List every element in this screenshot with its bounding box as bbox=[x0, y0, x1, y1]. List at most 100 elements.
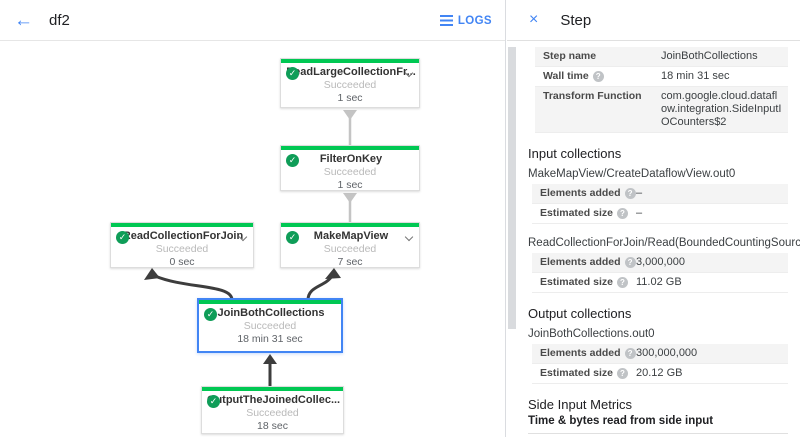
metric-row: Elements added? – bbox=[532, 184, 788, 204]
logs-button[interactable]: LOGS bbox=[439, 0, 492, 41]
job-graph-panel: ← df2 LOGS bbox=[0, 0, 506, 437]
collection-name: MakeMapView/CreateDataflowView.out0 bbox=[528, 168, 736, 180]
step-node-read-large-collection[interactable]: ✓ ReadLargeCollectionFr... Succeeded 1 s… bbox=[280, 58, 420, 108]
column-header: Bytes read bbox=[770, 433, 788, 436]
row-label: Estimated size bbox=[540, 207, 613, 219]
row-label: Wall time bbox=[543, 70, 589, 82]
step-info-row: Wall time? 18 min 31 sec bbox=[535, 67, 788, 87]
row-value: 300,000,000 bbox=[636, 347, 698, 359]
output-collections-heading: Output collections bbox=[528, 306, 632, 321]
success-bar bbox=[281, 146, 419, 150]
step-node-status: Succeeded bbox=[323, 243, 377, 255]
job-title: df2 bbox=[49, 11, 70, 29]
collection-name: ReadCollectionForJoin/Read(BoundedCounti… bbox=[528, 237, 800, 249]
logs-list-icon bbox=[439, 15, 453, 26]
row-value: 3,000,000 bbox=[636, 256, 685, 268]
step-node-time: 1 sec bbox=[337, 179, 363, 191]
collection-name: JoinBothCollections.out0 bbox=[528, 328, 655, 340]
success-bar bbox=[281, 59, 419, 63]
success-bar bbox=[281, 223, 419, 227]
step-node-time: 18 min 31 sec bbox=[237, 333, 303, 345]
metric-row: Estimated size? 11.02 GB bbox=[532, 273, 788, 293]
scrollbar-thumb[interactable] bbox=[508, 47, 516, 329]
row-label: Transform Function bbox=[543, 90, 642, 102]
metric-row: Estimated size? 20.12 GB bbox=[532, 364, 788, 384]
step-node-name: FilterOnKey bbox=[319, 153, 383, 165]
help-icon[interactable]: ? bbox=[592, 71, 604, 82]
help-icon[interactable]: ? bbox=[616, 368, 628, 379]
job-topbar: ← df2 LOGS bbox=[0, 0, 505, 41]
row-label: Elements added bbox=[540, 256, 621, 268]
row-label: Estimated size bbox=[540, 367, 613, 379]
step-node-name: JoinBothCollections bbox=[217, 307, 325, 319]
step-panel-title: Step bbox=[560, 11, 592, 29]
step-node-status: Succeeded bbox=[243, 320, 297, 332]
row-value: com.google.cloud.dataflow.integration.Si… bbox=[661, 90, 782, 128]
row-value: – bbox=[636, 207, 643, 219]
job-graph-canvas: ✓ ReadLargeCollectionFr... Succeeded 1 s… bbox=[0, 41, 505, 436]
help-icon[interactable]: ? bbox=[624, 348, 636, 359]
graph-edges bbox=[144, 110, 357, 386]
row-value: 18 min 31 sec bbox=[661, 70, 730, 82]
step-node-name: MakeMapView bbox=[313, 230, 389, 242]
succeeded-check-icon: ✓ bbox=[286, 154, 299, 167]
side-input-metrics-heading: Side Input Metrics bbox=[528, 397, 633, 412]
step-node-status: Succeeded bbox=[155, 243, 209, 255]
step-info-row: Transform Function com.google.cloud.data… bbox=[535, 87, 788, 133]
help-icon[interactable]: ? bbox=[616, 277, 628, 288]
back-arrow-icon[interactable]: ← bbox=[14, 9, 33, 31]
step-node-join-both-collections-selected[interactable]: ✓ JoinBothCollections Succeeded 18 min 3… bbox=[197, 298, 343, 353]
step-node-name: ReadCollectionForJoin bbox=[122, 230, 244, 242]
help-icon[interactable]: ? bbox=[624, 257, 636, 268]
collection-metrics-table: Elements added? 3,000,000 Estimated size… bbox=[532, 253, 788, 293]
row-label: Estimated size bbox=[540, 276, 613, 288]
step-info-row: Step name JoinBothCollections bbox=[535, 47, 788, 67]
row-value: 20.12 GB bbox=[636, 367, 683, 379]
step-node-status: Succeeded bbox=[246, 407, 299, 419]
close-icon[interactable]: × bbox=[529, 11, 539, 28]
collection-metrics-table: Elements added? – Estimated size? – bbox=[532, 184, 788, 224]
step-node-time: 7 sec bbox=[337, 256, 363, 268]
succeeded-check-icon: ✓ bbox=[207, 395, 220, 408]
step-node-filter-on-key[interactable]: ✓ FilterOnKey Succeeded 1 sec bbox=[280, 145, 420, 191]
row-value: JoinBothCollections bbox=[661, 50, 758, 62]
column-header: Side input collection bbox=[528, 433, 678, 436]
step-panel-content: Step name JoinBothCollections Wall time?… bbox=[507, 41, 800, 436]
row-label: Step name bbox=[543, 50, 597, 62]
chevron-down-icon[interactable] bbox=[404, 232, 414, 242]
step-info-table: Step name JoinBothCollections Wall time?… bbox=[535, 47, 788, 133]
help-icon[interactable]: ? bbox=[616, 208, 628, 219]
success-bar bbox=[199, 300, 341, 304]
step-details-panel: × Step Step name JoinBothCollections Wal… bbox=[507, 0, 800, 437]
table-header-row: Side input collection Time spent reading… bbox=[528, 433, 788, 436]
step-node-name: OutputTheJoinedCollec... bbox=[206, 394, 341, 406]
step-node-time: 1 sec bbox=[337, 92, 363, 104]
succeeded-check-icon: ✓ bbox=[204, 308, 217, 321]
step-node-read-collection-for-join[interactable]: ✓ ReadCollectionForJoin Succeeded 0 sec bbox=[110, 222, 254, 268]
succeeded-check-icon: ✓ bbox=[286, 231, 299, 244]
row-value: 11.02 GB bbox=[636, 276, 682, 288]
step-node-make-map-view[interactable]: ✓ MakeMapView Succeeded 7 sec bbox=[280, 222, 420, 268]
step-node-name: ReadLargeCollectionFr... bbox=[286, 66, 416, 78]
step-panel-header: × Step bbox=[507, 0, 800, 41]
metric-row: Elements added? 300,000,000 bbox=[532, 344, 788, 364]
succeeded-check-icon: ✓ bbox=[286, 67, 299, 80]
collection-metrics-table: Elements added? 300,000,000 Estimated si… bbox=[532, 344, 788, 384]
side-input-metrics-subheading: Time & bytes read from side input bbox=[528, 415, 714, 427]
step-node-output-the-joined-collection[interactable]: ✓ OutputTheJoinedCollec... Succeeded 18 … bbox=[201, 386, 344, 434]
help-icon[interactable]: ? bbox=[624, 188, 636, 199]
column-header: Time spent reading bbox=[678, 433, 770, 436]
row-label: Elements added bbox=[540, 347, 621, 359]
logs-label: LOGS bbox=[457, 14, 492, 27]
input-collections-heading: Input collections bbox=[528, 146, 622, 161]
succeeded-check-icon: ✓ bbox=[116, 231, 129, 244]
success-bar bbox=[111, 223, 253, 227]
step-node-status: Succeeded bbox=[323, 166, 377, 178]
step-node-status: Succeeded bbox=[323, 79, 377, 91]
metric-row: Estimated size? – bbox=[532, 204, 788, 224]
step-node-time: 0 sec bbox=[169, 256, 195, 268]
step-node-time: 18 sec bbox=[257, 420, 288, 432]
row-label: Elements added bbox=[540, 187, 621, 199]
side-input-metrics-table: Side input collection Time spent reading… bbox=[528, 433, 788, 436]
